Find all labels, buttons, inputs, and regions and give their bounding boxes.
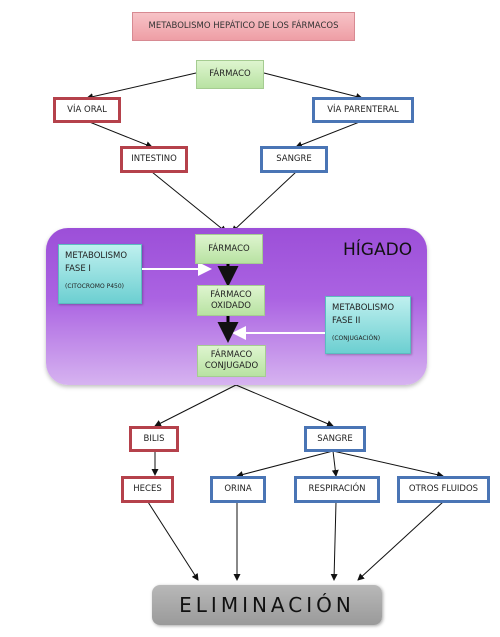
arrow-sangre-to-orina <box>236 450 334 478</box>
arrow-farmaco-to-via-parenteral <box>263 72 363 100</box>
liver-label: HÍGADO <box>343 240 413 260</box>
oxidado-line2: OXIDADO <box>211 300 251 311</box>
arrow-liver-to-bilis <box>154 384 237 427</box>
phase1-note: (CITOCROMO P450) <box>65 282 124 290</box>
arrow-farmaco-to-via-oral <box>86 72 197 101</box>
arrow-otros-to-eliminacion <box>357 501 444 581</box>
phase1-line1: METABOLISMO <box>65 251 128 261</box>
node-orina: ORINA <box>210 476 266 503</box>
node-farmaco-oxidado: FÁRMACO OXIDADO <box>197 285 265 316</box>
node-farmaco-liver: FÁRMACO <box>195 234 263 264</box>
node-sangre-bottom: SANGRE <box>304 426 366 452</box>
arrow-via-oral-to-intestino <box>86 120 153 149</box>
node-respiracion: RESPIRACIÓN <box>294 476 380 503</box>
node-eliminacion: ELIMINACIÓN <box>152 585 382 625</box>
node-farmaco-top: FÁRMACO <box>196 60 264 89</box>
arrow-intestino-to-liver <box>151 171 227 233</box>
node-heces: HECES <box>121 476 174 503</box>
arrow-via-parenteral-to-sangre <box>295 120 363 149</box>
node-farmaco-conjugado: FÁRMACO CONJUGADO <box>197 345 266 377</box>
node-otros-fluidos: OTROS FLUIDOS <box>397 476 490 503</box>
arrow-respiracion-to-eliminacion <box>330 501 338 581</box>
phase1-line2: FASE I <box>65 263 91 274</box>
conjugado-line2: CONJUGADO <box>204 361 259 371</box>
arrow-liver-to-sangre <box>235 384 334 427</box>
phase2-line2: FASE II <box>332 315 361 326</box>
diagram-title: METABOLISMO HEPÁTICO DE LOS FÁRMACOS <box>132 12 355 41</box>
phase2-note: (CONJUGACIÓN) <box>332 334 381 342</box>
phase2-box: METABOLISMO FASE II (CONJUGACIÓN) <box>325 296 411 354</box>
arrow-sangre-to-otros <box>332 450 444 479</box>
node-bilis: BILIS <box>129 426 179 452</box>
phase1-box: METABOLISMO FASE I (CITOCROMO P450) <box>58 244 142 304</box>
node-via-parenteral: VÍA PARENTERAL <box>312 97 414 123</box>
phase2-line1: METABOLISMO <box>332 303 395 313</box>
node-via-oral: VÍA ORAL <box>53 97 121 123</box>
arrow-sangre-to-liver <box>231 171 297 233</box>
oxidado-line1: FÁRMACO <box>210 289 252 300</box>
arrow-heces-to-eliminacion <box>147 501 199 581</box>
arrow-sangre-to-respiracion <box>331 450 339 477</box>
conjugado-line1: FÁRMACO <box>210 350 253 361</box>
node-intestino: INTESTINO <box>120 146 188 173</box>
node-sangre-top: SANGRE <box>260 146 328 173</box>
